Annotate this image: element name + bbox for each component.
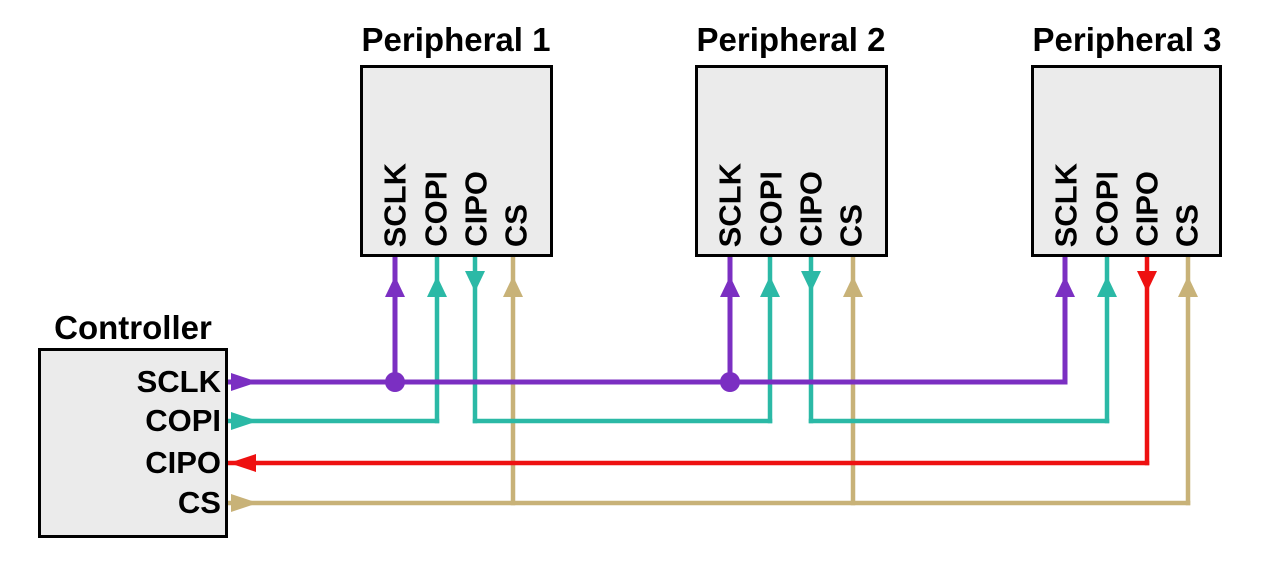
peripheral-2-title: Peripheral 2 bbox=[696, 21, 886, 58]
cs-arrowhead-right bbox=[231, 494, 258, 512]
peripheral-1-pin-label-copi: COPI bbox=[418, 171, 454, 247]
peripheral-3-pin-label-sclk: SCLK bbox=[1048, 162, 1084, 247]
copi-arrowhead-up bbox=[1097, 276, 1117, 297]
peripheral-3-box: SCLK COPI CIPO CS bbox=[1031, 65, 1222, 257]
controller-box: SCLK COPI CIPO CS bbox=[38, 348, 228, 538]
peripheral-1-box: SCLK COPI CIPO CS bbox=[360, 65, 553, 257]
wire-copi bbox=[223, 252, 1117, 430]
sclk-arrowhead-right bbox=[231, 373, 258, 391]
controller-pin-label-sclk: SCLK bbox=[136, 364, 221, 399]
peripheral-1-title: Peripheral 1 bbox=[361, 21, 551, 58]
cipo-arrowhead-left bbox=[229, 454, 256, 472]
peripheral-2-pin-label-sclk: SCLK bbox=[712, 162, 748, 247]
peripheral-2-pin-label-cipo: CIPO bbox=[793, 171, 829, 247]
wire-cipo bbox=[227, 252, 1157, 472]
copi-arrowhead-down bbox=[465, 271, 485, 292]
copi-arrowhead-up bbox=[760, 276, 780, 297]
controller-pin-label-cs: CS bbox=[177, 485, 221, 520]
sclk-junction-dot bbox=[385, 372, 405, 392]
peripheral-3-title: Peripheral 3 bbox=[1032, 21, 1222, 58]
peripheral-3-pin-label-copi: COPI bbox=[1089, 171, 1125, 247]
sclk-arrowhead-up bbox=[1055, 276, 1075, 297]
controller-pin-label-cipo: CIPO bbox=[145, 445, 221, 480]
sclk-junction-dot bbox=[720, 372, 740, 392]
controller-title: Controller bbox=[54, 309, 212, 346]
wire-sclk bbox=[223, 252, 1075, 392]
peripheral-1-pin-label-cipo: CIPO bbox=[458, 171, 494, 247]
peripheral-2-box: SCLK COPI CIPO CS bbox=[695, 65, 888, 257]
cs-arrowhead-up bbox=[1178, 276, 1198, 297]
peripheral-2-pin-label-copi: COPI bbox=[753, 171, 789, 247]
wire-cs bbox=[223, 252, 1198, 512]
cs-arrowhead-up bbox=[503, 276, 523, 297]
peripheral-2-pin-label-cs: CS bbox=[833, 203, 869, 247]
peripheral-1-pin-label-sclk: SCLK bbox=[377, 162, 413, 247]
cipo-arrowhead-down bbox=[1137, 271, 1157, 292]
sclk-arrowhead-up bbox=[385, 276, 405, 297]
copi-arrowhead-down bbox=[801, 271, 821, 292]
controller-pin-label-copi: COPI bbox=[145, 403, 221, 438]
peripheral-3-pin-label-cs: CS bbox=[1169, 203, 1205, 247]
peripheral-3-pin-label-cipo: CIPO bbox=[1129, 171, 1165, 247]
sclk-arrowhead-up bbox=[720, 276, 740, 297]
cs-arrowhead-up bbox=[843, 276, 863, 297]
copi-arrowhead-right bbox=[231, 412, 258, 430]
peripheral-1-pin-label-cs: CS bbox=[498, 203, 534, 247]
copi-arrowhead-up bbox=[427, 276, 447, 297]
